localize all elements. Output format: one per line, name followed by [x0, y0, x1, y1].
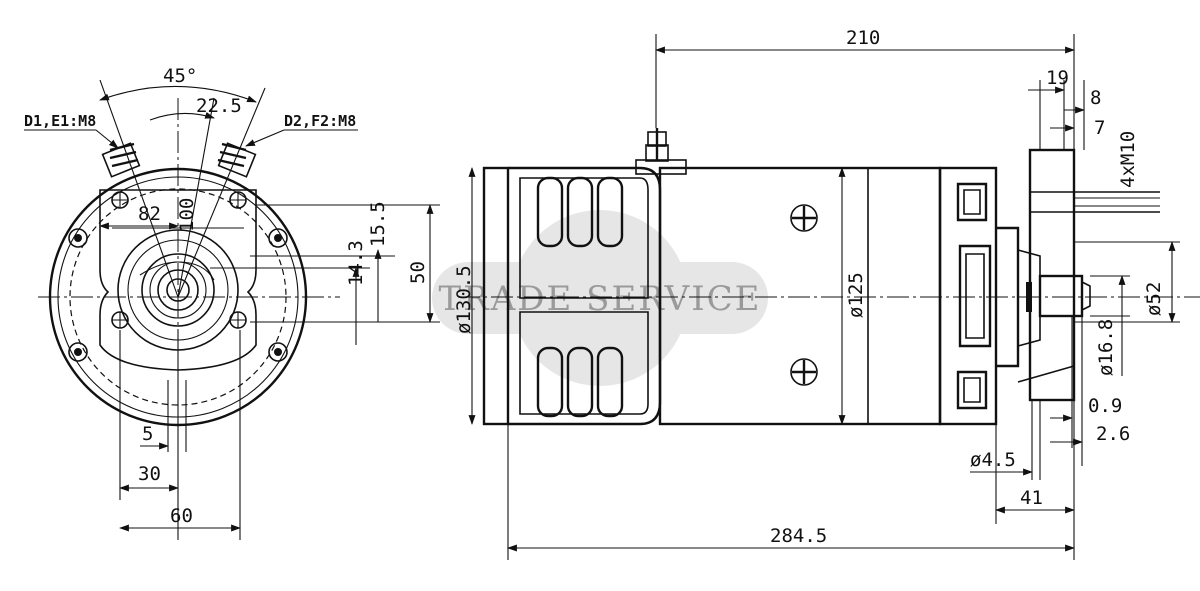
front-angle-ray-right [177, 87, 266, 298]
dim-50: 50 [407, 261, 429, 284]
dim-19: 19 [1046, 67, 1069, 89]
dim-4xm10: 4xM10 [1117, 131, 1139, 188]
stud-upper-thread [1074, 197, 1160, 207]
front-end-cap [938, 166, 998, 426]
dim-14-3: 14.3 [345, 240, 367, 286]
terminal-left-leader [95, 129, 119, 149]
side-view: 210 19 8 7 4xM10 ø130.5 ø125 ø52 ø16.8 [453, 27, 1200, 560]
dim-284-5: 284.5 [770, 525, 827, 547]
front-angle-arc-45 [99, 85, 257, 103]
front-plate-holes [111, 191, 247, 329]
dim-100: 100 [176, 198, 198, 232]
front-angle-ray-left [99, 79, 179, 298]
dim-angle-22-5: 22.5 [196, 95, 242, 117]
stud-upper [1030, 191, 1160, 213]
front-angle-ray-mid [177, 97, 215, 298]
vent-slots [536, 176, 624, 418]
front-angle-arc-22 [149, 112, 215, 121]
front-shaft-boss [157, 269, 199, 311]
front-cap-windows [956, 182, 992, 410]
dim-41: 41 [1020, 487, 1043, 509]
front-shaft [166, 278, 190, 302]
front-view: D1,E1:M8 D2,F2:M8 45° 22.5 82 100 15.5 1… [24, 65, 440, 540]
front-flange-arc [139, 261, 215, 281]
dim-d4-5: ø4.5 [970, 449, 1016, 471]
dim-d52: ø52 [1143, 282, 1165, 316]
rear-vent-upper [519, 177, 649, 299]
terminal-right-label: D2,F2:M8 [284, 112, 356, 130]
terminal-right-leader [245, 129, 285, 147]
pole-screws [790, 204, 818, 386]
shaft-tip [1081, 281, 1091, 311]
watermark-text: TRADE SERVICE [438, 279, 761, 319]
dim-210: 210 [846, 27, 880, 49]
dim-82: 82 [138, 203, 161, 225]
rear-cap-rim [482, 166, 510, 426]
dim-d125: ø125 [845, 272, 867, 318]
dim-angle-45: 45° [163, 65, 197, 87]
shaft-collar [1026, 282, 1032, 312]
dim-0-9: 0.9 [1088, 395, 1122, 417]
front-housing-bolts [68, 228, 288, 362]
mount-hub [996, 226, 1020, 368]
dim-5: 5 [142, 423, 153, 445]
dim-d130-5: ø130.5 [453, 265, 475, 334]
front-bolt-circle [69, 188, 287, 406]
dim-2-6: 2.6 [1096, 423, 1130, 445]
dim-d16-8: ø16.8 [1095, 319, 1117, 376]
dim-60: 60 [170, 505, 193, 527]
front-bearing [141, 253, 215, 327]
front-terminal-studs [101, 142, 257, 178]
dim-15-5: 15.5 [367, 201, 389, 247]
terminal-left-label: D1,E1:M8 [24, 112, 96, 130]
dim-7: 7 [1094, 117, 1105, 139]
rear-vent-lower [519, 311, 649, 415]
mount-lower-chamfer [1017, 365, 1075, 383]
dim-30: 30 [138, 463, 161, 485]
shaft [1038, 274, 1084, 318]
dim-8: 8 [1090, 87, 1101, 109]
